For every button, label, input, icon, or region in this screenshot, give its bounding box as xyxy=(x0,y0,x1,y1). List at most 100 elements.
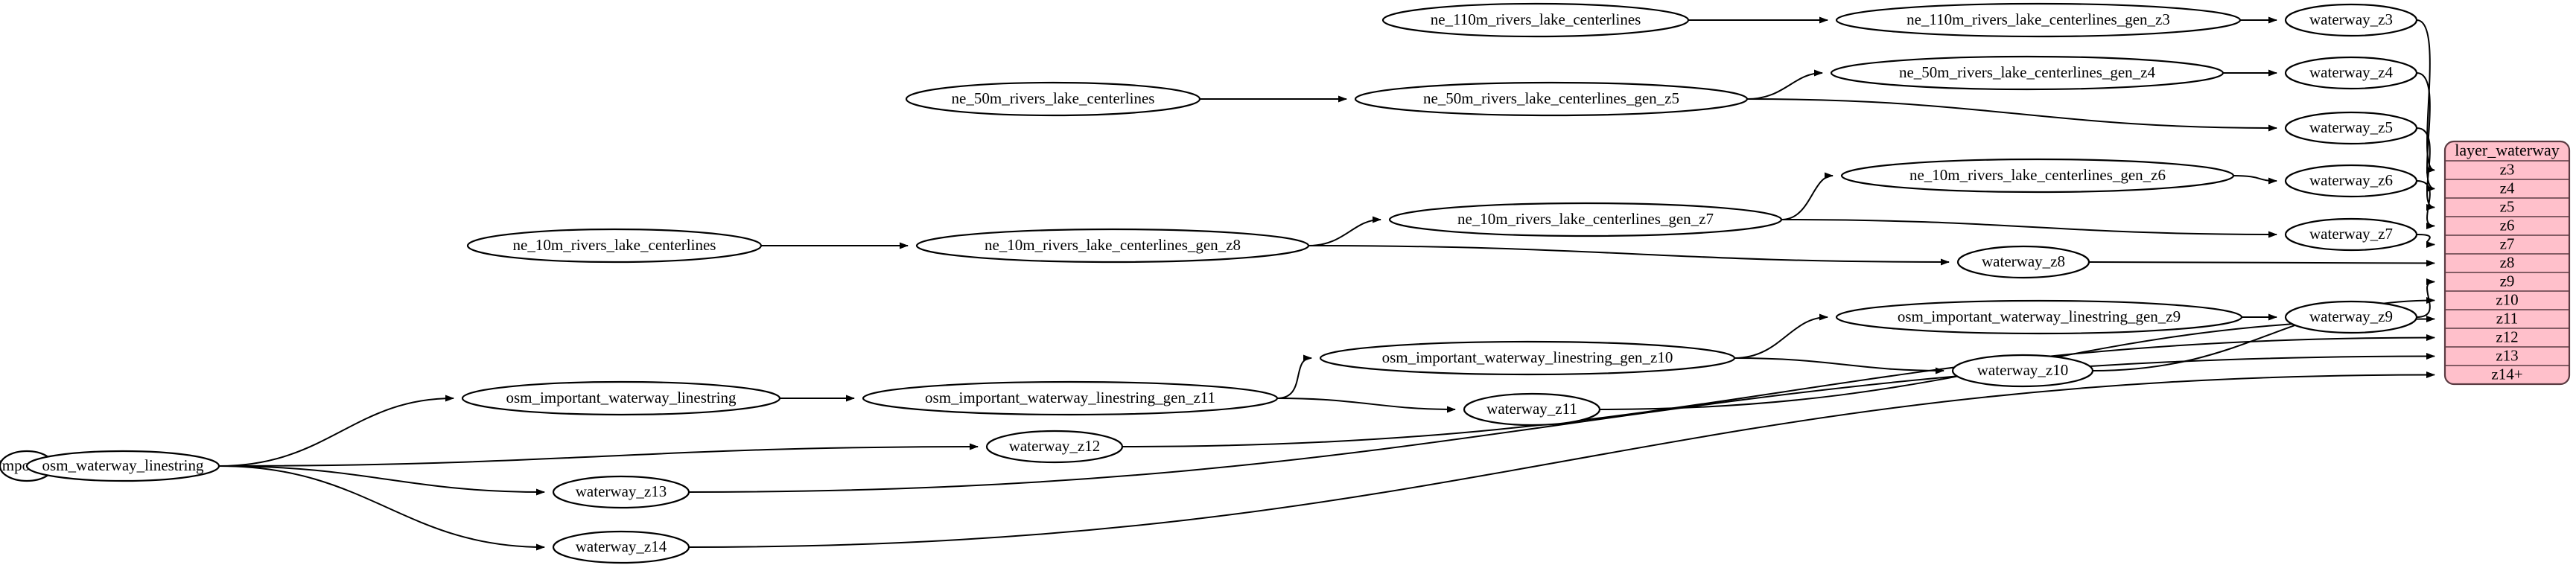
edge-ne_10m_rivers_lake_centerlines_gen_z8-to-ne_10m_rivers_lake_centerlines_gen_z7 xyxy=(1308,216,1381,246)
node-label: ne_10m_rivers_lake_centerlines xyxy=(513,236,716,254)
node-label: waterway_z5 xyxy=(2309,118,2393,136)
node-waterway_z5[interactable]: waterway_z5 xyxy=(2284,111,2418,145)
edge-osm_waterway_linestring-to-osm_important_waterway_linestring xyxy=(218,395,454,467)
node-waterway_z13[interactable]: waterway_z13 xyxy=(552,475,690,509)
layer-waterway-table: layer_waterwayz3z4z5z6z7z8z9z10z11z12z13… xyxy=(2443,140,2571,386)
node-ellipse xyxy=(862,380,1279,416)
node-ellipse xyxy=(1835,299,2243,335)
node-waterway_z11[interactable]: waterway_z11 xyxy=(1463,392,1601,427)
node-osm_important_waterway_linestring_gen_z9[interactable]: osm_important_waterway_linestring_gen_z9 xyxy=(1835,299,2243,335)
layer-table-row-z11[interactable]: z11 xyxy=(2496,309,2519,327)
node-label: osm_waterway_linestring xyxy=(42,456,204,474)
node-ellipse xyxy=(2284,300,2418,334)
node-label: waterway_z4 xyxy=(2309,63,2393,81)
edge-osm_waterway_linestring-to-waterway_z12 xyxy=(218,443,979,467)
node-ne_110m_rivers_lake_centerlines_gen_z3[interactable]: ne_110m_rivers_lake_centerlines_gen_z3 xyxy=(1835,2,2242,38)
node-waterway_z8[interactable]: waterway_z8 xyxy=(1956,245,2090,279)
node-ne_10m_rivers_lake_centerlines_gen_z8[interactable]: ne_10m_rivers_lake_centerlines_gen_z8 xyxy=(915,228,1310,264)
node-ne_10m_rivers_lake_centerlines_gen_z6[interactable]: ne_10m_rivers_lake_centerlines_gen_z6 xyxy=(1840,158,2235,194)
node-ellipse xyxy=(915,228,1310,264)
layer-table-row-z12[interactable]: z12 xyxy=(2496,328,2518,345)
node-waterway_z10[interactable]: waterway_z10 xyxy=(1951,354,2094,388)
layer-table-row-z8[interactable]: z8 xyxy=(2500,253,2515,271)
node-ellipse xyxy=(552,475,690,509)
node-label: ne_10m_rivers_lake_centerlines_gen_z7 xyxy=(1457,210,1714,228)
node-waterway_z6[interactable]: waterway_z6 xyxy=(2284,164,2418,198)
edge-ne_10m_rivers_lake_centerlines_gen_z6-to-waterway_z6 xyxy=(2233,175,2277,185)
edge-waterway_z12-to-layer_z12 xyxy=(1122,334,2435,447)
edge-waterway_z8-to-layer_z8 xyxy=(2088,259,2435,267)
node-label: ne_50m_rivers_lake_centerlines xyxy=(952,89,1155,107)
node-osm_waterway_linestring[interactable]: osm_waterway_linestring xyxy=(25,450,220,482)
node-ellipse xyxy=(1388,202,1783,237)
edge-osm_waterway_linestring-to-waterway_z13 xyxy=(218,465,545,496)
node-waterway_z4[interactable]: waterway_z4 xyxy=(2284,56,2418,90)
node-ne_10m_rivers_lake_centerlines[interactable]: ne_10m_rivers_lake_centerlines xyxy=(466,228,763,264)
node-ne_50m_rivers_lake_centerlines[interactable]: ne_50m_rivers_lake_centerlines xyxy=(905,81,1201,117)
edge-waterway_z3-to-layer_z3 xyxy=(2416,19,2435,173)
node-label: ne_10m_rivers_lake_centerlines_gen_z6 xyxy=(1909,166,2166,184)
node-label: osm_important_waterway_linestring xyxy=(506,389,737,406)
node-label: waterway_z11 xyxy=(1486,400,1577,418)
node-label: waterway_z13 xyxy=(576,482,667,500)
layer-table-row-z4[interactable]: z4 xyxy=(2500,179,2515,197)
node-ellipse xyxy=(25,450,220,482)
node-label: waterway_z8 xyxy=(1982,252,2065,270)
node-osm_important_waterway_linestring[interactable]: osm_important_waterway_linestring xyxy=(461,380,781,416)
node-ellipse xyxy=(466,228,763,264)
node-label: waterway_z9 xyxy=(2309,307,2393,325)
node-ellipse xyxy=(1951,354,2094,388)
node-label: osm_important_waterway_linestring_gen_z1… xyxy=(1382,348,1673,366)
node-ne_10m_rivers_lake_centerlines_gen_z7[interactable]: ne_10m_rivers_lake_centerlines_gen_z7 xyxy=(1388,202,1783,237)
layer-table-row-z13[interactable]: z13 xyxy=(2496,346,2518,364)
layer-table-row-z7[interactable]: z7 xyxy=(2500,234,2515,252)
node-ne_110m_rivers_lake_centerlines[interactable]: ne_110m_rivers_lake_centerlines xyxy=(1381,2,1690,38)
edge-osm_important_waterway_linestring_gen_z10-to-waterway_z10 xyxy=(1734,357,1944,374)
node-waterway_z3[interactable]: waterway_z3 xyxy=(2284,3,2418,37)
node-label: waterway_z10 xyxy=(1977,361,2068,379)
node-ellipse xyxy=(2284,3,2418,37)
edge-osm_waterway_linestring-to-waterway_z14 xyxy=(218,465,545,551)
node-osm_important_waterway_linestring_gen_z11[interactable]: osm_important_waterway_linestring_gen_z1… xyxy=(862,380,1279,416)
node-ellipse xyxy=(1463,392,1601,427)
node-ellipse xyxy=(1354,81,1749,117)
edges-layer xyxy=(17,16,2435,551)
node-ellipse xyxy=(2284,164,2418,198)
nodes-layer: imposm3osm_waterway_linestringne_110m_ri… xyxy=(0,2,2418,564)
edge-waterway_z5-to-layer_z5 xyxy=(2416,127,2435,211)
edge-ne_10m_rivers_lake_centerlines_gen_z7-to-waterway_z7 xyxy=(1781,219,2277,238)
node-ne_50m_rivers_lake_centerlines_gen_z5[interactable]: ne_50m_rivers_lake_centerlines_gen_z5 xyxy=(1354,81,1749,117)
node-ellipse xyxy=(905,81,1201,117)
layer-table-row-z5[interactable]: z5 xyxy=(2500,197,2515,215)
node-label: ne_110m_rivers_lake_centerlines xyxy=(1431,10,1641,28)
layer-table-header: layer_waterway xyxy=(2455,141,2559,159)
layer-table-body xyxy=(2443,140,2571,386)
layer-table-row-z14+[interactable]: z14+ xyxy=(2491,365,2522,383)
edge-waterway_z9-to-layer_z9 xyxy=(2416,278,2435,318)
node-label: ne_50m_rivers_lake_centerlines_gen_z4 xyxy=(1899,63,2156,81)
edge-osm_important_waterway_linestring_gen_z11-to-waterway_z11 xyxy=(1276,398,1456,413)
node-ellipse xyxy=(1319,340,1736,376)
node-ellipse xyxy=(2284,111,2418,145)
layer-table-row-z9[interactable]: z9 xyxy=(2500,272,2515,290)
node-ellipse xyxy=(1840,158,2235,194)
node-waterway_z12[interactable]: waterway_z12 xyxy=(985,430,1124,464)
layer-table-row-z3[interactable]: z3 xyxy=(2500,160,2515,178)
node-waterway_z9[interactable]: waterway_z9 xyxy=(2284,300,2418,334)
node-waterway_z14[interactable]: waterway_z14 xyxy=(552,530,690,564)
node-ellipse xyxy=(1956,245,2090,279)
node-ellipse xyxy=(985,430,1124,464)
layer-table-row-z6[interactable]: z6 xyxy=(2500,216,2515,234)
edge-osm_important_waterway_linestring_gen_z10-to-osm_important_waterway_linestring_gen_z9 xyxy=(1734,313,1828,359)
node-ellipse xyxy=(1830,55,2224,91)
node-osm_important_waterway_linestring_gen_z10[interactable]: osm_important_waterway_linestring_gen_z1… xyxy=(1319,340,1736,376)
node-label: ne_110m_rivers_lake_centerlines_gen_z3 xyxy=(1906,10,2170,28)
layer-table-row-z10[interactable]: z10 xyxy=(2496,290,2518,308)
node-ne_50m_rivers_lake_centerlines_gen_z4[interactable]: ne_50m_rivers_lake_centerlines_gen_z4 xyxy=(1830,55,2224,91)
edge-osm_important_waterway_linestring_gen_z11-to-osm_important_waterway_linestring_gen_z10 xyxy=(1276,354,1312,399)
node-waterway_z7[interactable]: waterway_z7 xyxy=(2284,217,2418,252)
edge-ne_50m_rivers_lake_centerlines_gen_z5-to-waterway_z5 xyxy=(1746,98,2277,132)
node-ellipse xyxy=(2284,217,2418,252)
